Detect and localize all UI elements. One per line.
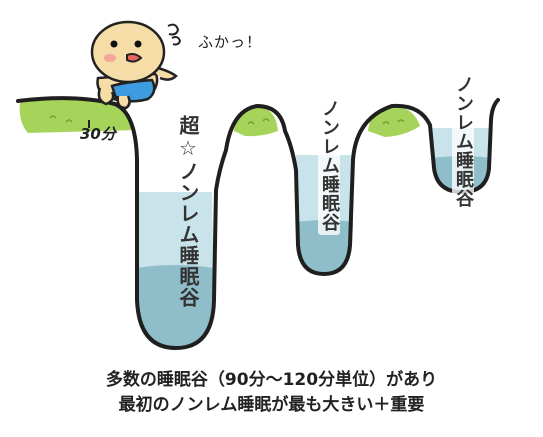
caption-line-2: 最初のノンレム睡眠が最も大きい＋重要 — [118, 395, 425, 415]
grass-hill-3 — [368, 106, 420, 137]
time-label-30min: 30分 — [80, 125, 116, 143]
grass-hills — [19, 99, 420, 137]
valley-label-nonrem-3: ノンレム睡眠谷 — [452, 72, 474, 211]
valley-label-nonrem-2: ノンレム睡眠谷 — [318, 96, 340, 235]
caption-line-1: 多数の睡眠谷（90分～120分単位）があり — [105, 370, 438, 390]
baby-leg-right — [116, 95, 131, 110]
valley-label-super-nonrem: 超☆ノンレム睡眠谷 — [176, 115, 200, 308]
grass-hill-2 — [234, 106, 278, 137]
valley-1-water-deep — [136, 265, 214, 346]
baby-mouth — [126, 53, 143, 63]
grass-hill-1 — [19, 99, 135, 133]
baby-head — [90, 20, 166, 84]
sound-effect-text: ふかっ！ — [198, 33, 263, 51]
baby-cheek — [104, 54, 116, 62]
sleeping-baby-character — [90, 20, 182, 110]
sleep-depth-terrain-outline — [16, 96, 500, 350]
baby-eye-right — [134, 40, 142, 48]
baby-leg-left — [97, 87, 115, 106]
dizzy-icon — [167, 23, 182, 46]
baby-eye-left — [110, 40, 118, 48]
caption: 多数の睡眠谷（90分～120分単位）があり 最初のノンレム睡眠が最も大きい＋重要 — [0, 368, 543, 418]
